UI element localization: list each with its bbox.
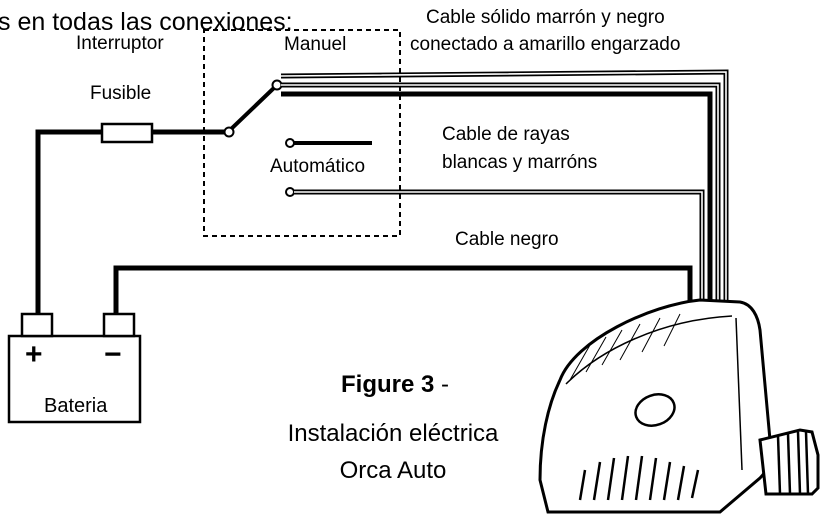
- auto-wire-w: [294, 191, 703, 318]
- switch-manual-contact: [271, 79, 283, 91]
- battery-minus-terminal: [102, 312, 136, 338]
- manual-wire-2: [280, 69, 729, 318]
- battery-label: Bateria: [44, 395, 108, 417]
- switch-lever: [227, 84, 278, 133]
- label-cable-rayas-line1: Cable de rayas: [442, 124, 570, 145]
- manual-wire-2-w: [280, 71, 727, 318]
- label-manuel: Manuel: [284, 34, 346, 55]
- positive-wire: [35, 129, 225, 316]
- figure-caption-line1: Figure 3 -: [341, 371, 449, 398]
- figure-caption-line3: Orca Auto: [340, 457, 447, 484]
- manual-wire-outer-w: [281, 84, 719, 318]
- black-wire: [113, 265, 693, 320]
- battery-plus-terminal: [20, 312, 54, 338]
- switch-box: [203, 29, 401, 237]
- figure-caption-line2: Instalación eléctrica: [288, 420, 499, 447]
- label-interruptor: Interruptor: [76, 33, 164, 54]
- pump: [538, 298, 820, 514]
- battery-plus-sign: +: [25, 338, 43, 371]
- label-cable-solido-line2: conectado a amarillo engarzado: [410, 34, 680, 55]
- label-fusible: Fusible: [90, 83, 151, 104]
- fuse: [100, 122, 154, 144]
- label-cable-negro: Cable negro: [455, 229, 559, 250]
- manual-wire-outer: [281, 82, 721, 318]
- switch-pivot: [223, 126, 235, 138]
- battery-minus-sign: −: [104, 338, 122, 371]
- label-cable-rayas-line2: blancas y marróns: [442, 152, 597, 173]
- label-automatico: Automático: [270, 156, 365, 177]
- pump-oval: [634, 393, 676, 427]
- battery-body: [7, 334, 142, 424]
- label-cable-solido-line1: Cable sólido marrón y negro: [426, 7, 665, 28]
- figure-caption-number: Figure 3: [341, 371, 434, 398]
- figure-caption-dash: -: [434, 371, 449, 398]
- header-fragment: s en todas las conexiones:: [0, 8, 293, 36]
- manual-wire-3: [281, 91, 713, 318]
- switch-unused-contact: [285, 138, 295, 148]
- auto-wire: [294, 189, 705, 318]
- switch-auto-contact: [285, 187, 295, 197]
